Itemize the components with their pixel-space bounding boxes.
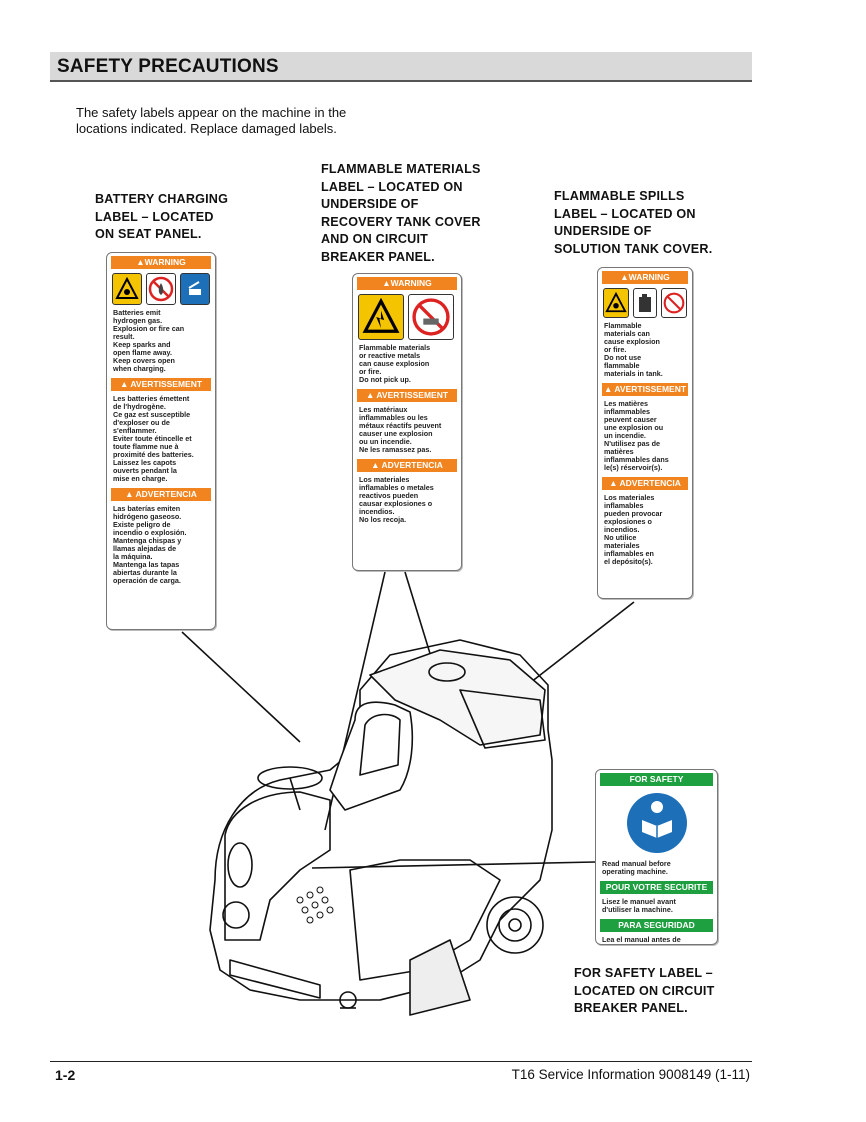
- label-text-en: Batteries emit hydrogen gas. Explosion o…: [113, 308, 185, 373]
- fuel-can-icon: [632, 288, 658, 318]
- document-reference: T16 Service Information 9008149 (1-11): [511, 1067, 750, 1082]
- label-text-fr: Les matières inflammables peuvent causer…: [604, 399, 669, 472]
- label-icons: [107, 271, 215, 307]
- pour-votre-securite-band: POUR VOTRE SECURITE: [600, 881, 713, 894]
- advertencia-band: ▲ ADVERTENCIA: [602, 477, 688, 490]
- for-safety-label: FOR SAFETY Read manual before operating …: [595, 769, 718, 945]
- avertissement-band: ▲ AVERTISSEMENT: [357, 389, 457, 402]
- materials-leader-line-2: [404, 571, 433, 661]
- warning-band: ▲WARNING: [602, 271, 688, 284]
- page-title: SAFETY PRECAUTIONS: [57, 56, 279, 77]
- flammable-materials-callout: FLAMMABLE MATERIALS LABEL – LOCATED ON U…: [321, 162, 481, 264]
- label-text-en: Read manual before operating machine.: [602, 859, 671, 876]
- flammable-materials-warning-label: ▲WARNING Flammable materials or reactive…: [352, 273, 462, 571]
- safety-leader-line: [311, 861, 596, 869]
- read-manual-icon-wrap: [596, 788, 717, 858]
- section-header-bar: SAFETY PRECAUTIONS: [50, 52, 752, 82]
- no-pickup-icon: [408, 294, 454, 340]
- intro-text: The safety labels appear on the machine …: [76, 105, 396, 137]
- explosion-icon: [603, 288, 629, 318]
- no-flame-icon: [146, 273, 176, 305]
- label-text-es: Lea el manual antes de operar la máquina…: [602, 935, 681, 945]
- avertissement-band: ▲ AVERTISSEMENT: [602, 383, 688, 396]
- open-cover-icon: [180, 273, 210, 305]
- label-icons: [353, 292, 461, 342]
- avertissement-band: ▲ AVERTISSEMENT: [111, 378, 211, 391]
- advertencia-band: ▲ ADVERTENCIA: [111, 488, 211, 501]
- label-text-es: Las baterías emiten hidrógeno gaseoso. E…: [113, 504, 187, 585]
- label-icons: [598, 286, 692, 320]
- warning-band: ▲WARNING: [357, 277, 457, 290]
- label-text-fr: Lisez le manuel avant d'utiliser la mach…: [602, 897, 676, 914]
- advertencia-band: ▲ ADVERTENCIA: [357, 459, 457, 472]
- for-safety-band: FOR SAFETY: [600, 773, 713, 786]
- explosion-icon: [358, 294, 404, 340]
- for-safety-callout: FOR SAFETY LABEL – LOCATED ON CIRCUIT BR…: [574, 966, 715, 1015]
- battery-label-callout: BATTERY CHARGING LABEL – LOCATED ON SEAT…: [95, 192, 229, 241]
- label-text-en: Flammable materials or reactive metals c…: [359, 343, 431, 384]
- flammable-spills-warning-label: ▲WARNING Flammable materials can cause e…: [597, 267, 693, 599]
- explosion-icon: [112, 273, 142, 305]
- label-text-en: Flammable materials can cause explosion …: [604, 321, 663, 378]
- footer-rule: [50, 1061, 752, 1062]
- label-text-fr: Les matériaux inflammables ou les métaux…: [359, 405, 442, 454]
- read-manual-icon: [626, 793, 687, 853]
- para-seguridad-band: PARA SEGURIDAD: [600, 919, 713, 932]
- label-text-es: Los materiales inflamables o metales rea…: [359, 475, 434, 524]
- warning-band: ▲WARNING: [111, 256, 211, 269]
- flammable-spills-callout: FLAMMABLE SPILLS LABEL – LOCATED ON UNDE…: [554, 189, 713, 256]
- page-number: 1-2: [55, 1067, 76, 1083]
- battery-warning-label: ▲WARNING Batteries emit hydrogen gas. Ex…: [106, 252, 216, 630]
- label-text-fr: Les batteries émettent de l'hydrogène. C…: [113, 394, 194, 483]
- intro-line-1: The safety labels appear on the machine …: [76, 105, 347, 120]
- battery-leader-line: [181, 631, 301, 743]
- no-flammable-icon: [661, 288, 688, 318]
- intro-line-2: locations indicated. Replace damaged lab…: [76, 121, 337, 136]
- label-text-es: Los materiales inflamables pueden provoc…: [604, 493, 663, 566]
